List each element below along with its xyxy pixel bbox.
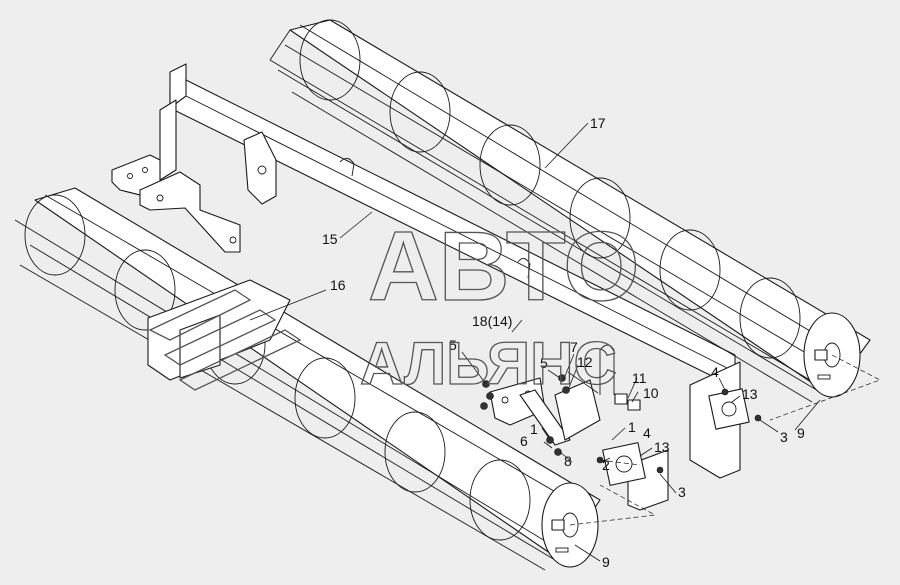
callout-4a: 4 (643, 425, 651, 441)
callout-labels: 17 15 16 18(14) 5 5 7 12 11 10 1 6 8 2 1… (322, 115, 805, 570)
watermark-line1: АВТО (368, 211, 639, 321)
frame-beam (111, 63, 741, 511)
callout-5a: 5 (449, 337, 457, 353)
leader-lines (249, 122, 821, 562)
callout-1a: 1 (530, 421, 538, 437)
callout-13b: 13 (742, 386, 758, 402)
callout-5b: 5 (540, 355, 548, 371)
callout-4b: 4 (711, 364, 719, 380)
callout-3a: 3 (678, 484, 686, 500)
callout-2: 2 (602, 457, 610, 473)
callout-11: 11 (632, 370, 647, 386)
callout-3b: 3 (780, 429, 788, 445)
watermark-logo: АВТО АЛЬЯНС (148, 210, 640, 398)
callout-15: 15 (322, 231, 338, 247)
callout-18: 18(14) (472, 313, 512, 329)
callout-17: 17 (590, 115, 606, 131)
callout-12: 12 (577, 354, 593, 370)
watermark-line2: АЛЬЯНС (360, 330, 617, 397)
callout-9b: 9 (602, 554, 610, 570)
roller-rear (269, 19, 871, 403)
hardware-parts (480, 344, 762, 486)
callout-1b: 1 (628, 419, 636, 435)
callout-13a: 13 (654, 439, 670, 455)
callout-9a: 9 (797, 425, 805, 441)
callout-8: 8 (564, 453, 572, 469)
callout-7: 7 (570, 339, 578, 355)
callout-6: 6 (520, 433, 528, 449)
callout-10: 10 (643, 385, 659, 401)
assembly-lines (569, 354, 881, 526)
callout-16: 16 (330, 277, 346, 293)
